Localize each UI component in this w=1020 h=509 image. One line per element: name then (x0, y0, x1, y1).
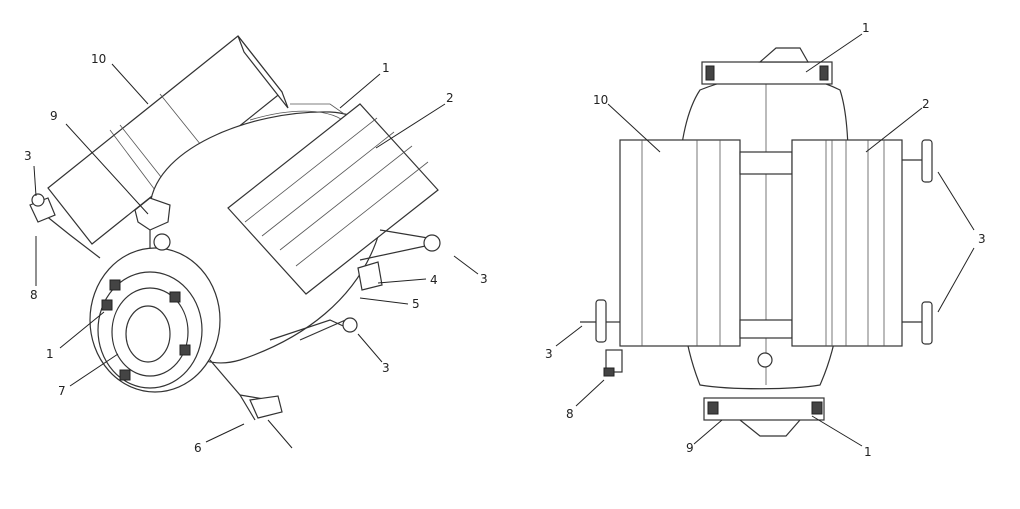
right-view-callouts: 1 10 2 3 3 8 9 1 (545, 21, 986, 459)
callout-label: 3 (480, 272, 488, 286)
callout-label: 8 (566, 407, 574, 421)
callout-label: 3 (545, 347, 553, 361)
callout-label: 7 (58, 384, 66, 398)
callout-label: 2 (446, 91, 454, 105)
callout-label: 3 (24, 149, 32, 163)
callout-label: 6 (194, 441, 202, 455)
callout-label: 5 (412, 297, 420, 311)
right-view-drawing (580, 47, 933, 437)
callout-label: 1 (382, 61, 390, 75)
left-view-drawing (29, 35, 441, 421)
callout-label: 10 (91, 52, 106, 66)
callout-leaders (33, 33, 975, 449)
callout-label: 8 (30, 288, 38, 302)
callout-label: 3 (382, 361, 390, 375)
right-solar-panel-10 (619, 139, 741, 347)
right-docking-unit-top (701, 61, 833, 85)
right-docking-unit-bottom (703, 397, 825, 421)
left-solar-panel-2 (227, 103, 439, 295)
callout-label: 1 (864, 445, 872, 459)
left-view-callouts: 10 1 2 9 3 8 4 5 3 1 7 3 6 (24, 52, 488, 455)
callout-label: 2 (922, 97, 930, 111)
callout-label: 4 (430, 273, 438, 287)
left-unit-4 (357, 261, 383, 291)
callout-label: 9 (50, 109, 58, 123)
callout-label: 3 (978, 232, 986, 246)
right-solar-panel-2 (791, 139, 903, 347)
callout-label: 1 (46, 347, 54, 361)
callout-label: 9 (686, 441, 694, 455)
callout-label: 1 (862, 21, 870, 35)
callout-label: 10 (593, 93, 608, 107)
left-engine-6 (249, 395, 283, 419)
